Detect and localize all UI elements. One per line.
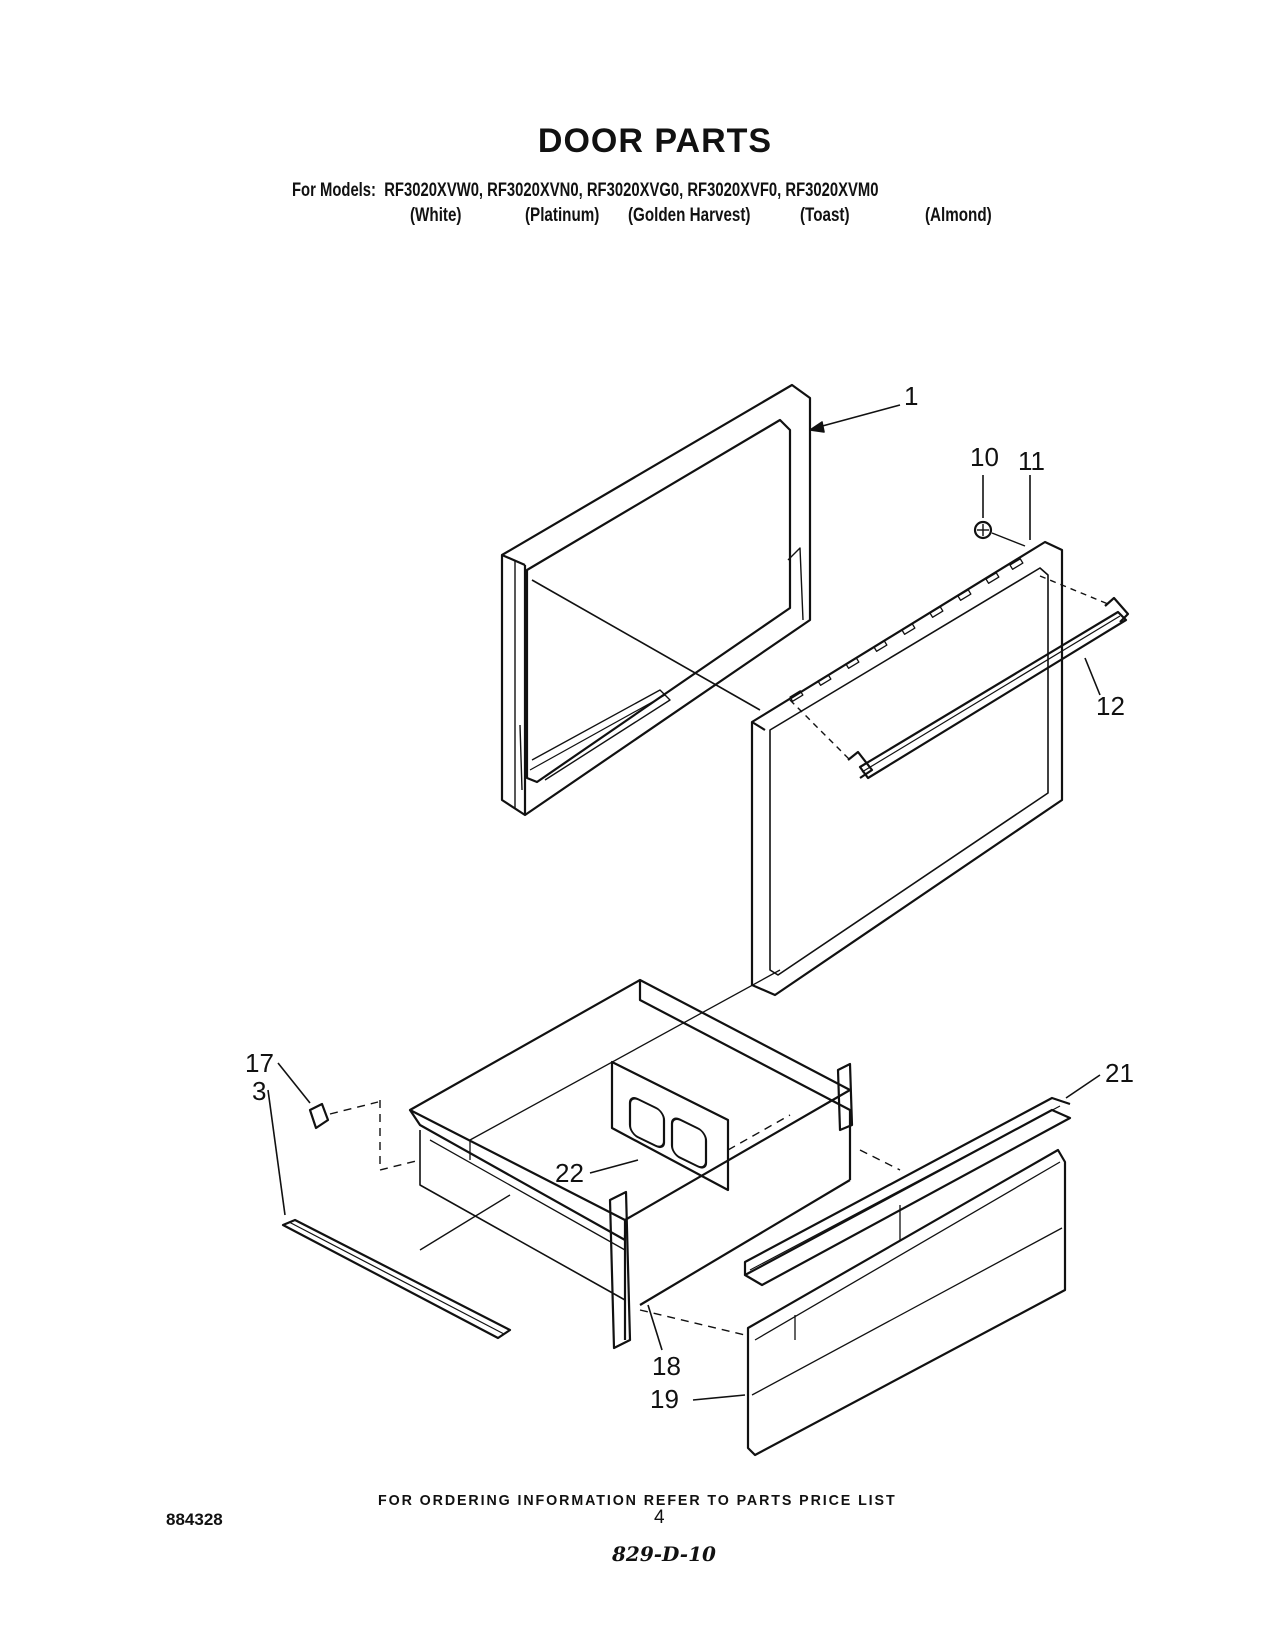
models-line: For Models: RF3020XVW0, RF3020XVN0, RF30… (292, 180, 879, 201)
callout-1: 1 (904, 381, 918, 411)
outer-door-frame (500, 383, 812, 817)
door-handle (789, 575, 1130, 780)
callout-10: 10 (970, 442, 999, 472)
ordering-note: FOR ORDERING INFORMATION REFER TO PARTS … (378, 1492, 897, 1509)
drawer-body (408, 969, 854, 1350)
handwritten-note: 829-D-10 (612, 1542, 716, 1566)
callout-17: 17 (245, 1048, 274, 1078)
page-number: 4 (654, 1507, 665, 1528)
callout-numbers: 1 10 11 12 17 3 21 22 18 19 (245, 381, 1134, 1414)
page-title: DOOR PARTS (537, 122, 773, 160)
color-almond: (Almond) (925, 205, 992, 226)
callout-12: 12 (1096, 691, 1125, 721)
callout-3: 3 (252, 1076, 266, 1106)
callout-19: 19 (650, 1384, 679, 1414)
color-platinum: (Platinum) (525, 205, 600, 226)
callout-22: 22 (555, 1158, 584, 1188)
leader-lines (267, 404, 1101, 1401)
color-toast: (Toast) (800, 205, 850, 226)
drawer-stop-bracket (308, 1100, 421, 1171)
callout-18: 18 (652, 1351, 681, 1381)
drawer-trim (743, 1096, 1072, 1287)
inner-door-panel (750, 540, 1064, 997)
drawer-bracket (610, 1060, 791, 1192)
color-white: (White) (410, 205, 462, 226)
screw-part (973, 520, 1026, 547)
drawer-rail (281, 1194, 512, 1340)
callout-21: 21 (1105, 1058, 1134, 1088)
callout-11: 11 (1018, 446, 1045, 476)
document-code: 884328 (166, 1510, 223, 1529)
drawer-front-panel (639, 1148, 1067, 1457)
color-golden-harvest: (Golden Harvest) (628, 205, 751, 226)
